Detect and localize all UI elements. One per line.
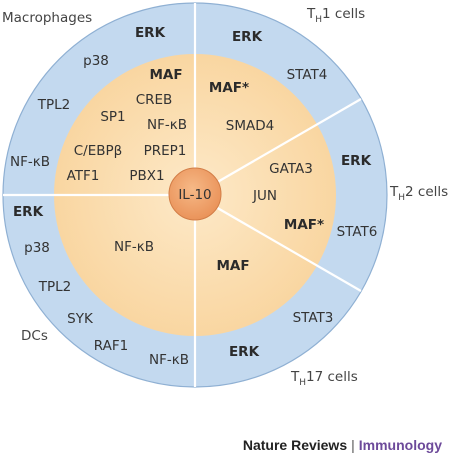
macrophages-creb: CREB [136, 92, 173, 108]
credit-separator: | [351, 437, 355, 453]
macrophages-p38: p38 [83, 53, 109, 69]
macrophages-tpl2: TPL2 [37, 97, 71, 113]
th1-maf-star: MAF* [209, 80, 249, 96]
th17-maf: MAF [216, 258, 249, 274]
macrophages-cebpb: C/EBPβ [74, 143, 123, 159]
th2-label-rest: 2 cells [405, 184, 448, 200]
th1-label-rest: 1 cells [322, 6, 365, 22]
th2-erk: ERK [341, 153, 372, 169]
th1-stat4: STAT4 [287, 67, 328, 83]
dcs-nfkb-inner: NF-κB [114, 239, 154, 255]
macrophages-erk: ERK [135, 25, 166, 41]
dcs-tpl2: TPL2 [38, 279, 72, 295]
journal-credit: Nature Reviews|Immunology [243, 437, 442, 453]
th17-erk: ERK [229, 344, 260, 360]
dcs-label: DCs [21, 328, 48, 344]
th17-label-sub: H [299, 378, 306, 388]
th2-stat6: STAT6 [337, 224, 378, 240]
th17-stat3: STAT3 [293, 310, 334, 326]
macrophages-nfkb: NF-κB [10, 154, 50, 170]
journal-section: Immunology [358, 437, 442, 453]
divider-th1-th2 [194, 98, 362, 196]
th2-maf-star: MAF* [284, 217, 324, 233]
divider-th2-th17 [194, 194, 362, 292]
th1-smad4: SMAD4 [226, 118, 274, 134]
dcs-raf1: RAF1 [94, 338, 128, 354]
macrophages-prep1: PREP1 [144, 143, 187, 159]
th17-label: TH17 cells [290, 369, 358, 388]
th2-label-sub: H [398, 193, 405, 203]
th2-label: TH2 cells [389, 184, 448, 203]
th2-gata3: GATA3 [269, 161, 313, 177]
th1-erk: ERK [232, 29, 263, 45]
dcs-erk: ERK [13, 204, 44, 220]
journal-name: Nature Reviews [242, 437, 348, 453]
th17-label-rest: 17 cells [306, 369, 358, 385]
dcs-nfkb: NF-κB [149, 352, 189, 368]
th1-label-sub: H [315, 15, 322, 25]
th17-label-main: T [290, 369, 300, 385]
sector-dividers [3, 3, 362, 387]
dcs-p38: p38 [24, 240, 50, 256]
th2-label-main: T [389, 184, 399, 200]
th1-label: TH1 cells [306, 6, 365, 25]
macrophages-label: Macrophages [2, 10, 92, 26]
macrophages-atf1: ATF1 [67, 168, 100, 184]
center-label: IL-10 [178, 187, 211, 203]
macrophages-sp1: SP1 [100, 109, 125, 125]
macrophages-pbx1: PBX1 [129, 168, 164, 184]
macrophages-nfkb-inner: NF-κB [147, 117, 187, 133]
th2-jun: JUN [252, 188, 277, 204]
dcs-syk: SYK [67, 311, 94, 327]
macrophages-maf: MAF [149, 67, 182, 83]
th1-label-main: T [306, 6, 316, 22]
il10-center [168, 167, 222, 221]
